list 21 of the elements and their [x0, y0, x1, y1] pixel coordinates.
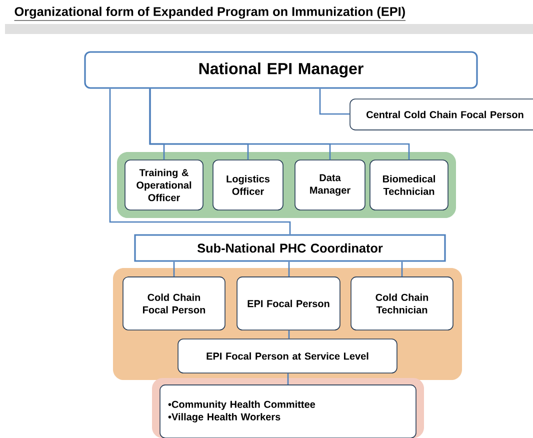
staff-box: Central Cold Chain Focal Person [350, 98, 533, 130]
coordinator-box: Sub-National PHC Coordinator [134, 234, 446, 262]
list-box: •Community Health Committee •Village Health Workers [160, 384, 416, 438]
connector [288, 262, 290, 277]
manager-box: National EPI Manager [84, 51, 478, 89]
staff-box: Data Manager [294, 160, 366, 210]
connector [149, 88, 410, 160]
staff-box: Logistics Officer [212, 160, 284, 210]
staff-box: Training & Operational Officer [124, 160, 204, 210]
staff-box: Cold Chain Focal Person [122, 276, 226, 330]
connector [173, 262, 175, 277]
connector [319, 88, 350, 115]
staff-box: Cold Chain Technician [350, 276, 454, 330]
connector [287, 373, 289, 385]
staff-box: EPI Focal Person [236, 276, 340, 330]
connector [109, 88, 291, 234]
staff-box: Biomedical Technician [370, 160, 448, 210]
connector [401, 262, 403, 277]
connector [288, 330, 290, 339]
staff-box: EPI Focal Person at Service Level [178, 338, 398, 374]
title: Organizational form of Expanded Program on Immunization (EPI) [14, 6, 406, 21]
